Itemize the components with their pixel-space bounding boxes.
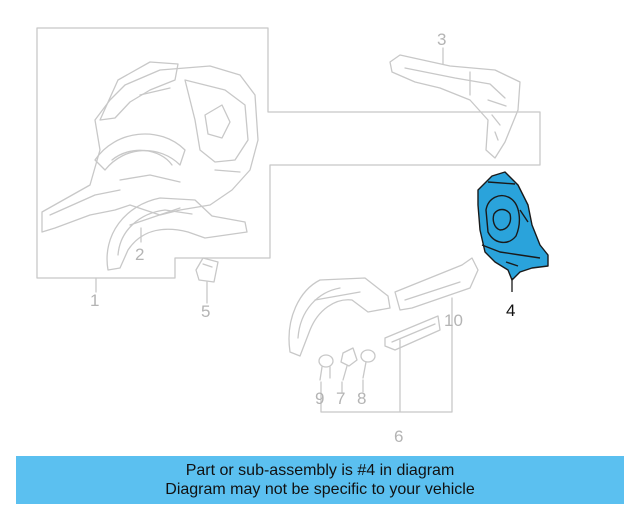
callout-4[interactable]: 4 xyxy=(506,301,516,320)
fasteners-7-8-9 xyxy=(318,347,376,381)
bracket-5 xyxy=(195,257,219,283)
assembly-frame-1 xyxy=(36,27,541,279)
banner-line-2: Diagram may not be specific to your vehi… xyxy=(165,481,475,498)
callout-7: 7 xyxy=(336,389,346,408)
wheelhouse-2 xyxy=(106,197,248,271)
callout-5: 5 xyxy=(201,302,211,321)
callout-6: 6 xyxy=(394,427,404,446)
info-banner: Part or sub-assembly is #4 in diagram Di… xyxy=(16,456,624,504)
inner-wheelhouse-6 xyxy=(288,277,391,357)
lower-rail xyxy=(384,315,441,351)
callout-2: 2 xyxy=(135,245,145,264)
rail-10 xyxy=(394,257,479,311)
quarter-panel-1 xyxy=(41,61,259,233)
callout-1: 1 xyxy=(90,291,100,310)
callout-8: 8 xyxy=(357,389,367,408)
parts-diagram xyxy=(36,27,549,413)
pillar-3 xyxy=(389,54,521,159)
callout-9: 9 xyxy=(315,389,325,408)
banner-line-1: Part or sub-assembly is #4 in diagram xyxy=(185,462,455,479)
callout-3: 3 xyxy=(437,30,447,49)
callout-10: 10 xyxy=(444,311,463,330)
leader-lines xyxy=(95,47,453,413)
quarter-inner-panel-4 xyxy=(477,171,549,281)
